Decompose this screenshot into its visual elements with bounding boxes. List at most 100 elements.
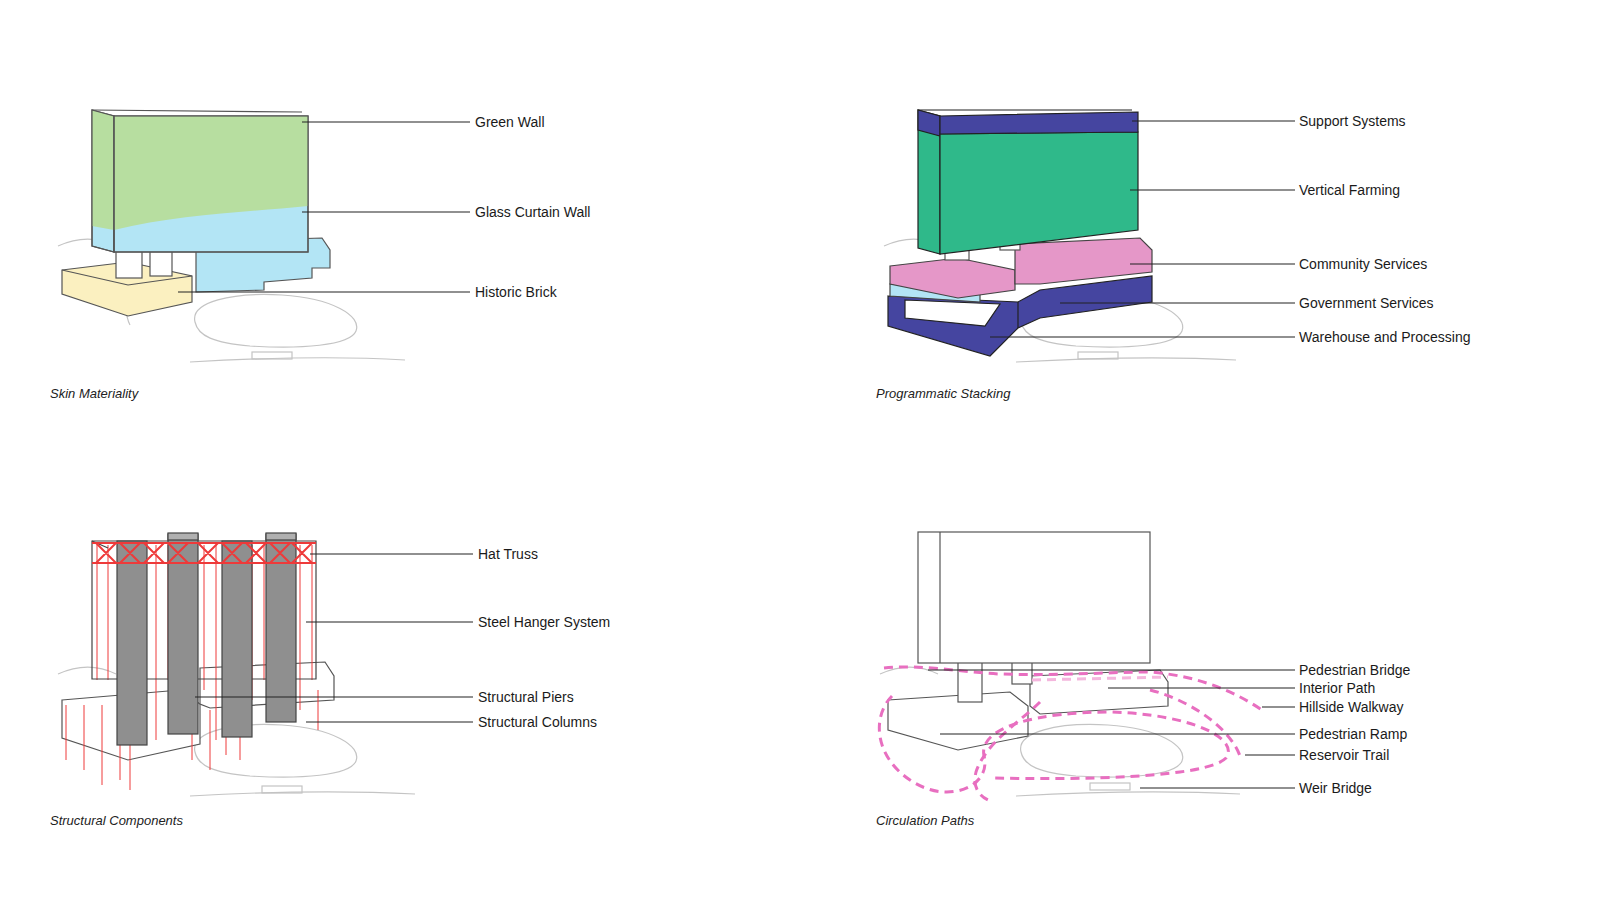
label-slot: Pedestrian Bridge: [1299, 661, 1410, 679]
site-contour: [195, 294, 357, 347]
label-slot: Weir Bridge: [1299, 779, 1372, 797]
tower: [918, 110, 940, 136]
leader-line: [178, 122, 470, 292]
label-slot: Glass Curtain Wall: [475, 203, 590, 221]
callout-label: Pedestrian Ramp: [1299, 725, 1407, 743]
structural-pier: [117, 541, 147, 745]
leader-line: [928, 669, 1295, 670]
hat-truss: [92, 542, 316, 544]
leader-line: [990, 121, 1295, 337]
figure-caption: Skin Materiality: [50, 385, 138, 403]
leader-line: [1108, 687, 1295, 688]
building-outline: [1030, 670, 1168, 714]
hat-truss: [92, 562, 316, 564]
tower: [92, 110, 114, 252]
label-slot: Support Systems: [1299, 112, 1406, 130]
interior-path: [1032, 677, 1168, 680]
leader-line: [1132, 120, 1295, 121]
tower: [918, 110, 1138, 254]
leader-line: [302, 211, 470, 212]
tower: [918, 110, 940, 254]
callout-label: Support Systems: [1299, 112, 1406, 130]
community-block: [890, 258, 1015, 298]
leader-line: [1262, 706, 1295, 707]
callout-label: Reservoir Trail: [1299, 746, 1389, 764]
label-slot: Hat Truss: [478, 545, 538, 563]
pilotis: [116, 250, 142, 278]
callout-label: Hat Truss: [478, 545, 538, 563]
structural-pier: [168, 533, 198, 540]
tower: [114, 116, 308, 252]
hat-truss: [96, 543, 312, 563]
interior-path: [1032, 677, 1168, 680]
caption-slot: Skin Materiality: [50, 385, 138, 403]
label-slot: Community Services: [1299, 255, 1427, 273]
figure-caption: Structural Components: [50, 812, 183, 830]
site-contour: [190, 358, 405, 362]
callout-label: Structural Piers: [478, 688, 574, 706]
leader-line: [1245, 754, 1295, 755]
callout-label: Historic Brick: [475, 283, 557, 301]
circulation-path: [1150, 690, 1240, 756]
pilotis: [116, 250, 172, 278]
leader-line: [306, 621, 473, 622]
building-outline: [918, 532, 1150, 663]
site-contour: [262, 786, 302, 793]
site-contour: [1016, 792, 1240, 796]
label-slot: Structural Columns: [478, 713, 597, 731]
structural-pier: [266, 533, 296, 540]
circulation-path: [879, 696, 1228, 792]
figure-caption: Circulation Paths: [876, 812, 974, 830]
structural-pier: [117, 533, 296, 745]
community-block: [1015, 238, 1152, 284]
tower: [92, 110, 114, 252]
caption-slot: Structural Components: [50, 812, 183, 830]
label-slot: Green Wall: [475, 113, 545, 131]
building-outline: [958, 662, 982, 702]
leader-line: [306, 721, 473, 722]
label-slot: Interior Path: [1299, 679, 1375, 697]
leader-line: [195, 554, 473, 722]
tower: [918, 109, 1132, 110]
site-contour: [1078, 352, 1118, 359]
structural-pier: [222, 541, 252, 737]
figure-caption: Programmatic Stacking: [876, 385, 1010, 403]
label-slot: Warehouse and Processing: [1299, 328, 1470, 346]
leader-line: [178, 291, 470, 292]
tower: [92, 110, 114, 230]
tower: [114, 116, 308, 252]
building-outline: [888, 532, 1168, 750]
leader-line: [1130, 189, 1295, 190]
callout-label: Glass Curtain Wall: [475, 203, 590, 221]
leader-line: [940, 733, 1295, 734]
site-contour: [252, 352, 292, 359]
label-slot: Hillside Walkway: [1299, 698, 1404, 716]
circulation-path: [975, 702, 1040, 800]
warehouse-block: [905, 300, 1000, 326]
callout-label: Steel Hanger System: [478, 613, 610, 631]
site-contour: [1021, 724, 1183, 777]
pilotis: [150, 250, 172, 276]
callout-label: Pedestrian Bridge: [1299, 661, 1410, 679]
site-contour: [1016, 358, 1236, 362]
callout-label: Structural Columns: [478, 713, 597, 731]
site-contour: [195, 724, 357, 777]
building-outline: [939, 532, 940, 663]
caption-slot: Circulation Paths: [876, 812, 974, 830]
leader-line: [1130, 263, 1295, 264]
leader-line: [990, 336, 1295, 337]
label-slot: Steel Hanger System: [478, 613, 610, 631]
callout-label: Government Services: [1299, 294, 1434, 312]
callout-label: Community Services: [1299, 255, 1427, 273]
warehouse-block: [1017, 302, 1018, 328]
leader-line: [1140, 787, 1295, 788]
leader-line: [195, 696, 473, 697]
site-contour: [58, 667, 116, 674]
label-slot: Structural Piers: [478, 688, 574, 706]
label-slot: Historic Brick: [475, 283, 557, 301]
tower: [940, 132, 1138, 254]
site-contour: [880, 667, 1240, 796]
callout-label: Hillside Walkway: [1299, 698, 1404, 716]
